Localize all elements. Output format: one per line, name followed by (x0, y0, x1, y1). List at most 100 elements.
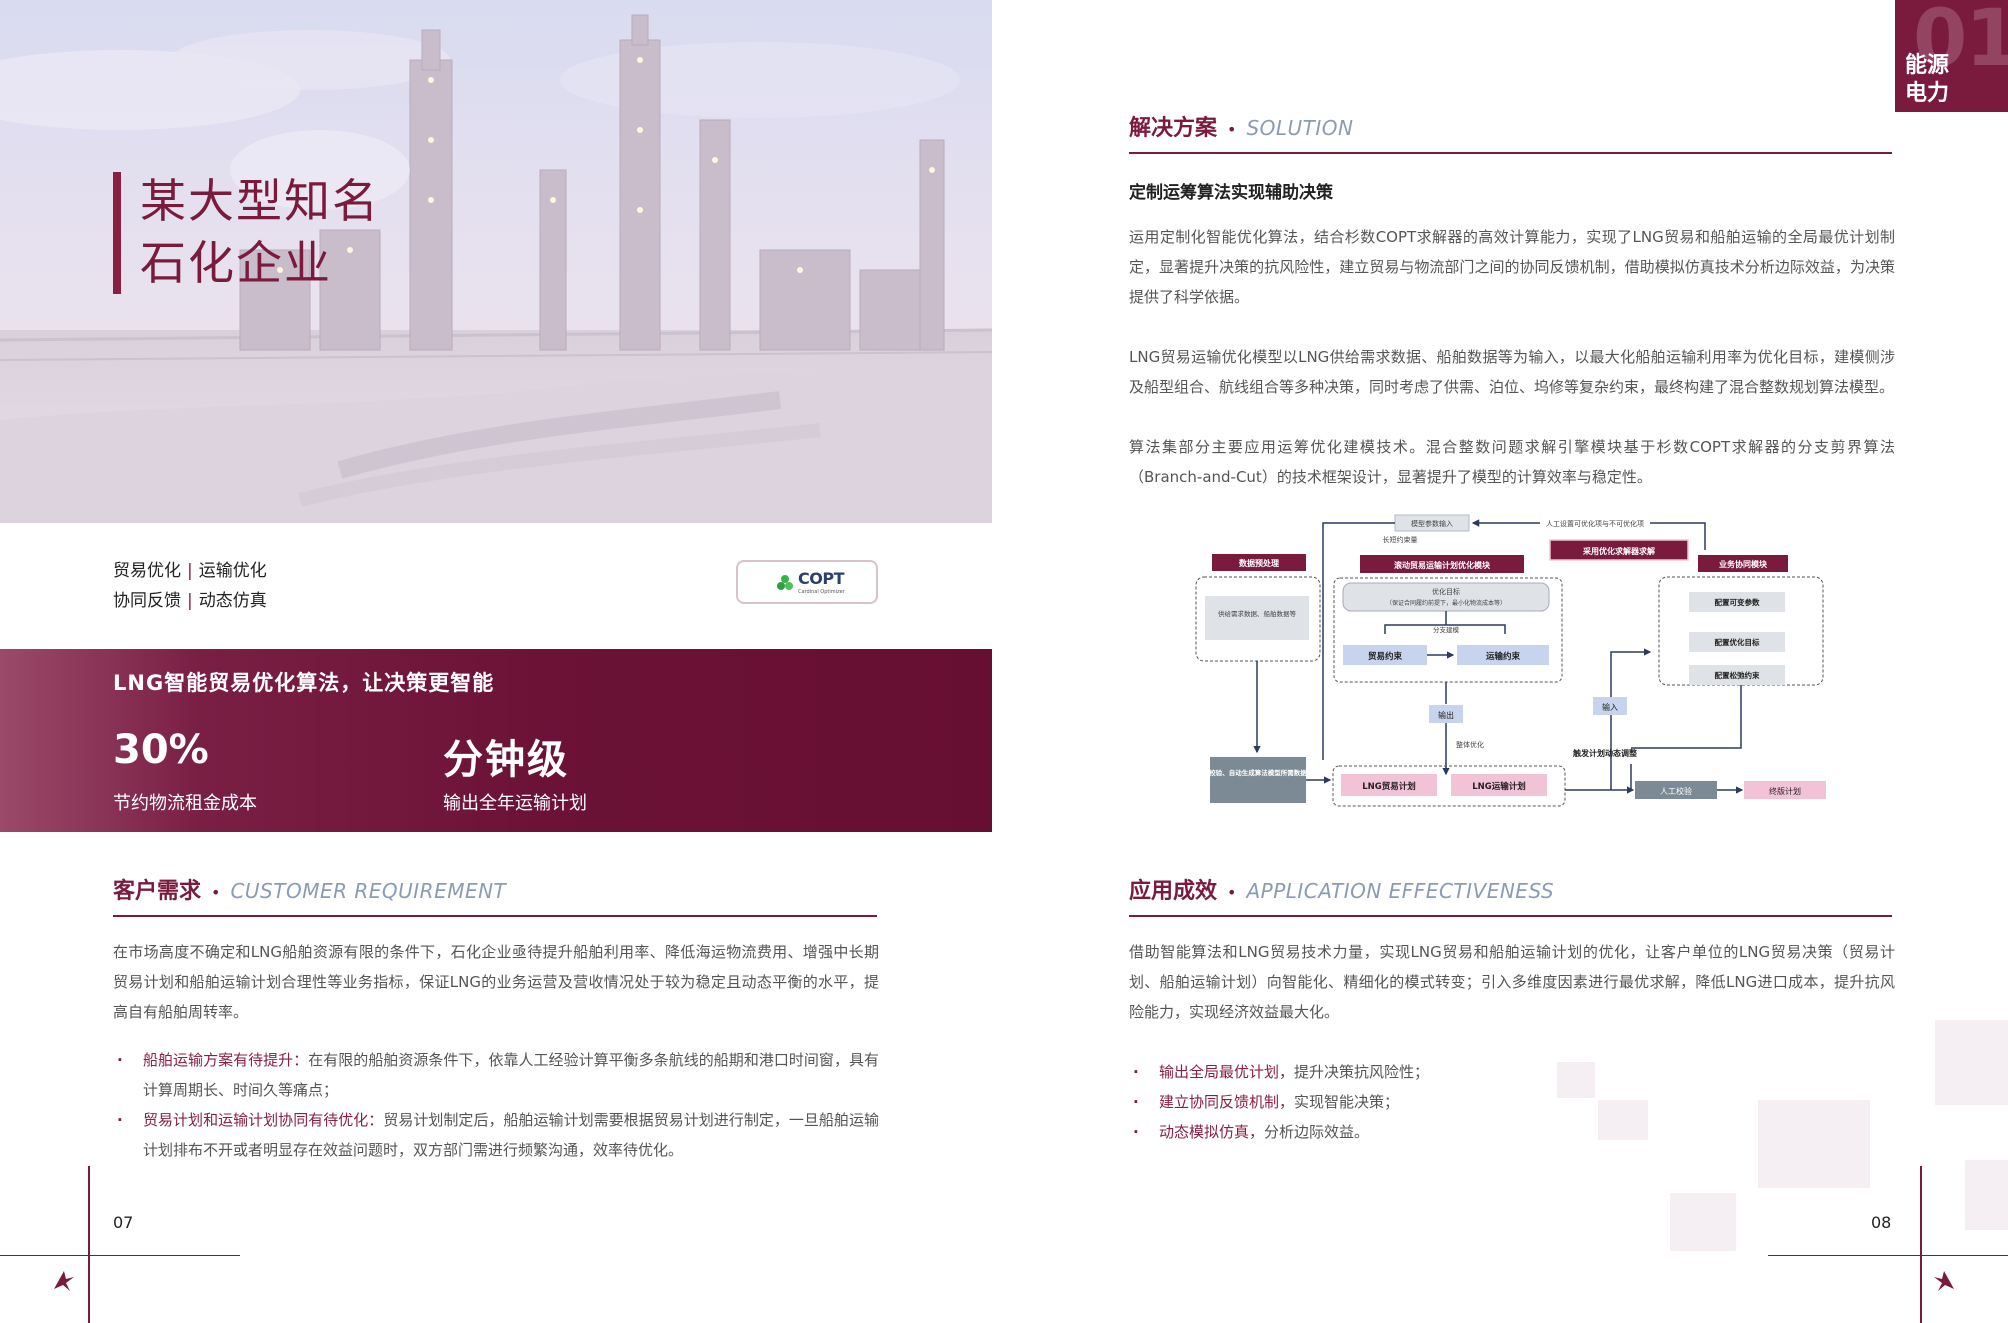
chapter-label-line: 电力 (1905, 81, 1950, 106)
lng-transport-plan: LNG运输计划 (1472, 781, 1526, 792)
preprocess-body-box (1205, 596, 1309, 640)
effectiveness-intro: 借助智能算法和LNG贸易技术力量，实现LNG贸易和船舶运输计划的优化，让客户单位… (1129, 943, 1895, 1021)
arrow (1610, 648, 1652, 790)
transport-constraint-box (1457, 645, 1549, 665)
overall-opt-label: 整体优化 (1456, 740, 1484, 749)
preprocess-title-box (1212, 554, 1306, 571)
collab-item: 配置可变参数 (1715, 597, 1760, 607)
output-box (1429, 705, 1463, 723)
bullet-head: 贸易计划和运输计划协同有待优化： (143, 1111, 384, 1129)
effectiveness-heading: 应用成效 • APPLICATION EFFECTIVENESS (1129, 873, 1554, 907)
requirement-intro: 在市场高度不确定和LNG船舶资源有限的条件下，石化企业亟待提升船舶利用率、降低海… (113, 943, 879, 1021)
bullet-body: 提升决策抗风险性； (1294, 1063, 1430, 1081)
final-plan-box (1744, 781, 1826, 799)
heading-dot: • (211, 883, 221, 902)
decorative-square (1935, 1020, 2008, 1105)
rolling-title-box (1360, 555, 1524, 573)
manual-setting-label: 人工设置可优化项与不可优化项 (1546, 519, 1644, 528)
decorative-square (1758, 1100, 1870, 1188)
lng-transport-plan-box (1451, 774, 1547, 796)
tag-row-2: 协同反馈|动态仿真 (113, 586, 267, 616)
corner-brand-icon (54, 1271, 74, 1291)
collab-item-box (1689, 632, 1785, 652)
hero-title: 某大型知名 石化企业 (140, 170, 380, 294)
preprocess-group (1195, 576, 1321, 662)
requirement-rule (113, 915, 877, 917)
heading-dot: • (1227, 120, 1237, 139)
decorative-square (1670, 1193, 1736, 1251)
requirement-heading: 客户需求 • CUSTOMER REQUIREMENT (113, 873, 506, 907)
solution-paragraph-3: 算法集部分主要应用运筹优化建模技术。混合整数问题求解引擎模块基于杉数COPT求解… (1129, 438, 1895, 486)
tag: 协同反馈 (113, 591, 181, 611)
crop-mark (88, 1166, 90, 1323)
stat-speed-value: 分钟级 (443, 737, 569, 783)
copt-logo-icon (777, 575, 793, 590)
bullet-body: 贸易计划制定后，船舶运输计划需要根据贸易计划进行制定，一旦船舶运输计划排布不开或… (143, 1111, 879, 1159)
collab-item-box (1689, 665, 1785, 685)
transport-constraint: 运输约束 (1486, 651, 1521, 662)
chapter-label: 能源 电力 (1905, 52, 1949, 108)
effectiveness-bullet: 动态模拟仿真，分析边际效益。 (1129, 1117, 1829, 1147)
manual-check-box (1635, 781, 1717, 799)
rolling-title: 滚动贸易运输计划优化模块 (1394, 560, 1491, 570)
chapter-label-line: 能源 (1905, 53, 1950, 78)
requirement-bullet: 贸易计划和运输计划协同有待优化：贸易计划制定后，船舶运输计划需要根据贸易计划进行… (113, 1105, 879, 1165)
trigger-label: 触发计划动态调整 (1573, 748, 1637, 758)
final-plan-label: 终版计划 (1769, 786, 1801, 796)
hero-image (0, 0, 992, 523)
decorative-square (1557, 1062, 1595, 1098)
bullet-body: 分析边际效益。 (1264, 1123, 1370, 1141)
bullet-body: 在有限的船舶资源条件下，依靠人工经验计算平衡多条航线的船期和港口时间窗，具有计算… (143, 1051, 879, 1099)
requirement-title-cn: 客户需求 (113, 879, 202, 904)
solver-title-box (1549, 539, 1689, 561)
connector (1631, 685, 1742, 749)
requirement-bullet: 船舶运输方案有待提升：在有限的船舶资源条件下，依靠人工经验计算平衡多条航线的船期… (113, 1045, 879, 1105)
solution-subtitle: 定制运筹算法实现辅助决策 (1129, 183, 1333, 203)
decorative-square (1965, 1160, 2008, 1230)
hero-title-line-1: 某大型知名 (140, 174, 380, 228)
chapter-tab: 01 能源 电力 (1895, 0, 2008, 112)
page-number-right: 08 (1871, 1213, 1892, 1232)
requirement-bullets: 船舶运输方案有待提升：在有限的船舶资源条件下，依靠人工经验计算平衡多条航线的船期… (113, 1045, 879, 1165)
output-label: 输出 (1438, 710, 1454, 720)
preprocess-body: 供给需求数据、船舶数据等 (1218, 609, 1297, 618)
crop-mark (1920, 1166, 1922, 1323)
solution-paragraph-1: 运用定制化智能优化算法，结合杉数COPT求解器的高效计算能力，实现了LNG贸易和… (1129, 228, 1895, 306)
input-box (1593, 697, 1627, 715)
tag-row-1: 贸易优化|运输优化 (113, 556, 267, 586)
solution-title-cn: 解决方案 (1129, 116, 1218, 141)
trade-constraint-box (1343, 645, 1427, 665)
manual-check-label: 人工校验 (1660, 786, 1692, 796)
solution-paragraph-2: LNG贸易运输优化模型以LNG供给需求数据、船舶数据等为输入，以最大化船舶运输利… (1129, 348, 1895, 396)
crop-mark (1768, 1255, 2008, 1256)
hero-title-line-2: 石化企业 (140, 236, 332, 290)
effectiveness-bullets: 输出全局最优计划，提升决策抗风险性； 建立协同反馈机制，实现智能决策； 动态模拟… (1129, 1057, 1829, 1147)
collab-item: 配置松弛约束 (1715, 670, 1760, 680)
effectiveness-rule (1129, 915, 1892, 917)
collab-item: 配置优化目标 (1715, 637, 1760, 647)
effectiveness-title-cn: 应用成效 (1129, 879, 1218, 904)
solution-rule (1129, 152, 1892, 154)
decorative-square (1598, 1100, 1648, 1140)
stat-cost-label: 节约物流租金成本 (113, 793, 257, 814)
input-label: 输入 (1602, 702, 1618, 712)
copt-logo-badge: COPT Cardinal Optimizer (736, 560, 878, 604)
objective-line-2: （保证合同履约前提下，最小化物流成本等） (1386, 599, 1506, 607)
copt-logo-word: COPT (798, 569, 844, 588)
validate-box (1210, 757, 1306, 803)
lng-trade-plan: LNG贸易计划 (1362, 781, 1416, 792)
effectiveness-bullet: 建立协同反馈机制，实现智能决策； (1129, 1087, 1829, 1117)
plans-group (1332, 765, 1566, 807)
collab-group (1658, 576, 1824, 686)
lng-trade-plan-box (1341, 774, 1437, 796)
bullet-head: 建立协同反馈机制， (1159, 1093, 1295, 1111)
tag: 运输优化 (198, 561, 267, 581)
rolling-group (1333, 577, 1563, 683)
connector (1650, 522, 1706, 550)
heading-dot: • (1227, 883, 1237, 902)
solver-title: 采用优化求解器求解 (1582, 546, 1655, 556)
corner-brand-icon (1934, 1271, 1954, 1291)
validate-label: 数据校验、自动生成算法模型所需数据结构 (1196, 768, 1320, 777)
feature-tags: 贸易优化|运输优化 协同反馈|动态仿真 (113, 556, 267, 616)
tag-separator: | (187, 591, 193, 611)
